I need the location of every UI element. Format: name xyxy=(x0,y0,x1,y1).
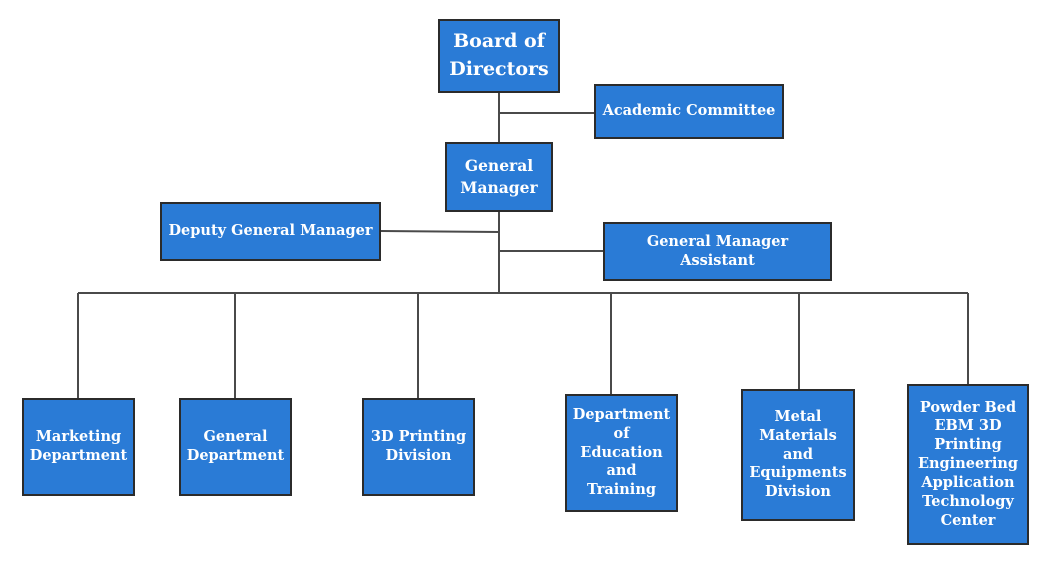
deputy-general-manager-label: Deputy General Manager xyxy=(168,222,373,240)
education-training-department-box: Department of Education and Training xyxy=(565,394,678,512)
general-manager-box: General Manager xyxy=(445,142,553,212)
academic-committee-box: Academic Committee xyxy=(594,84,784,139)
education-training-department-label: Department of Education and Training xyxy=(572,405,671,499)
academic-committee-label: Academic Committee xyxy=(602,102,776,120)
3d-printing-division-box: 3D Printing Division xyxy=(362,398,475,496)
metal-materials-division-box: Metal Materials and Equipments Division xyxy=(741,389,855,521)
marketing-department-box: Marketing Department xyxy=(22,398,135,496)
deputy-gm-connector xyxy=(379,230,500,233)
general-department-box: General Department xyxy=(179,398,292,496)
general-department-label: General Department xyxy=(186,428,285,464)
powder-bed-ebm-center-label: Powder Bed EBM 3D Printing Engineering A… xyxy=(917,398,1019,529)
metal-materials-division-label: Metal Materials and Equipments Division xyxy=(749,407,847,501)
general-manager-assistant-box: General Manager Assistant xyxy=(603,222,832,281)
board-of-directors-box: Board of Directors xyxy=(438,19,560,93)
general-manager-assistant-label: General Manager Assistant xyxy=(646,232,789,269)
deputy-general-manager-box: Deputy General Manager xyxy=(160,202,381,261)
3d-printing-division-label: 3D Printing Division xyxy=(370,428,467,464)
marketing-department-label: Marketing Department xyxy=(29,428,128,464)
board-of-directors-label: Board of Directors xyxy=(449,30,549,80)
general-manager-label: General Manager xyxy=(460,155,538,197)
powder-bed-ebm-center-box: Powder Bed EBM 3D Printing Engineering A… xyxy=(907,384,1029,545)
